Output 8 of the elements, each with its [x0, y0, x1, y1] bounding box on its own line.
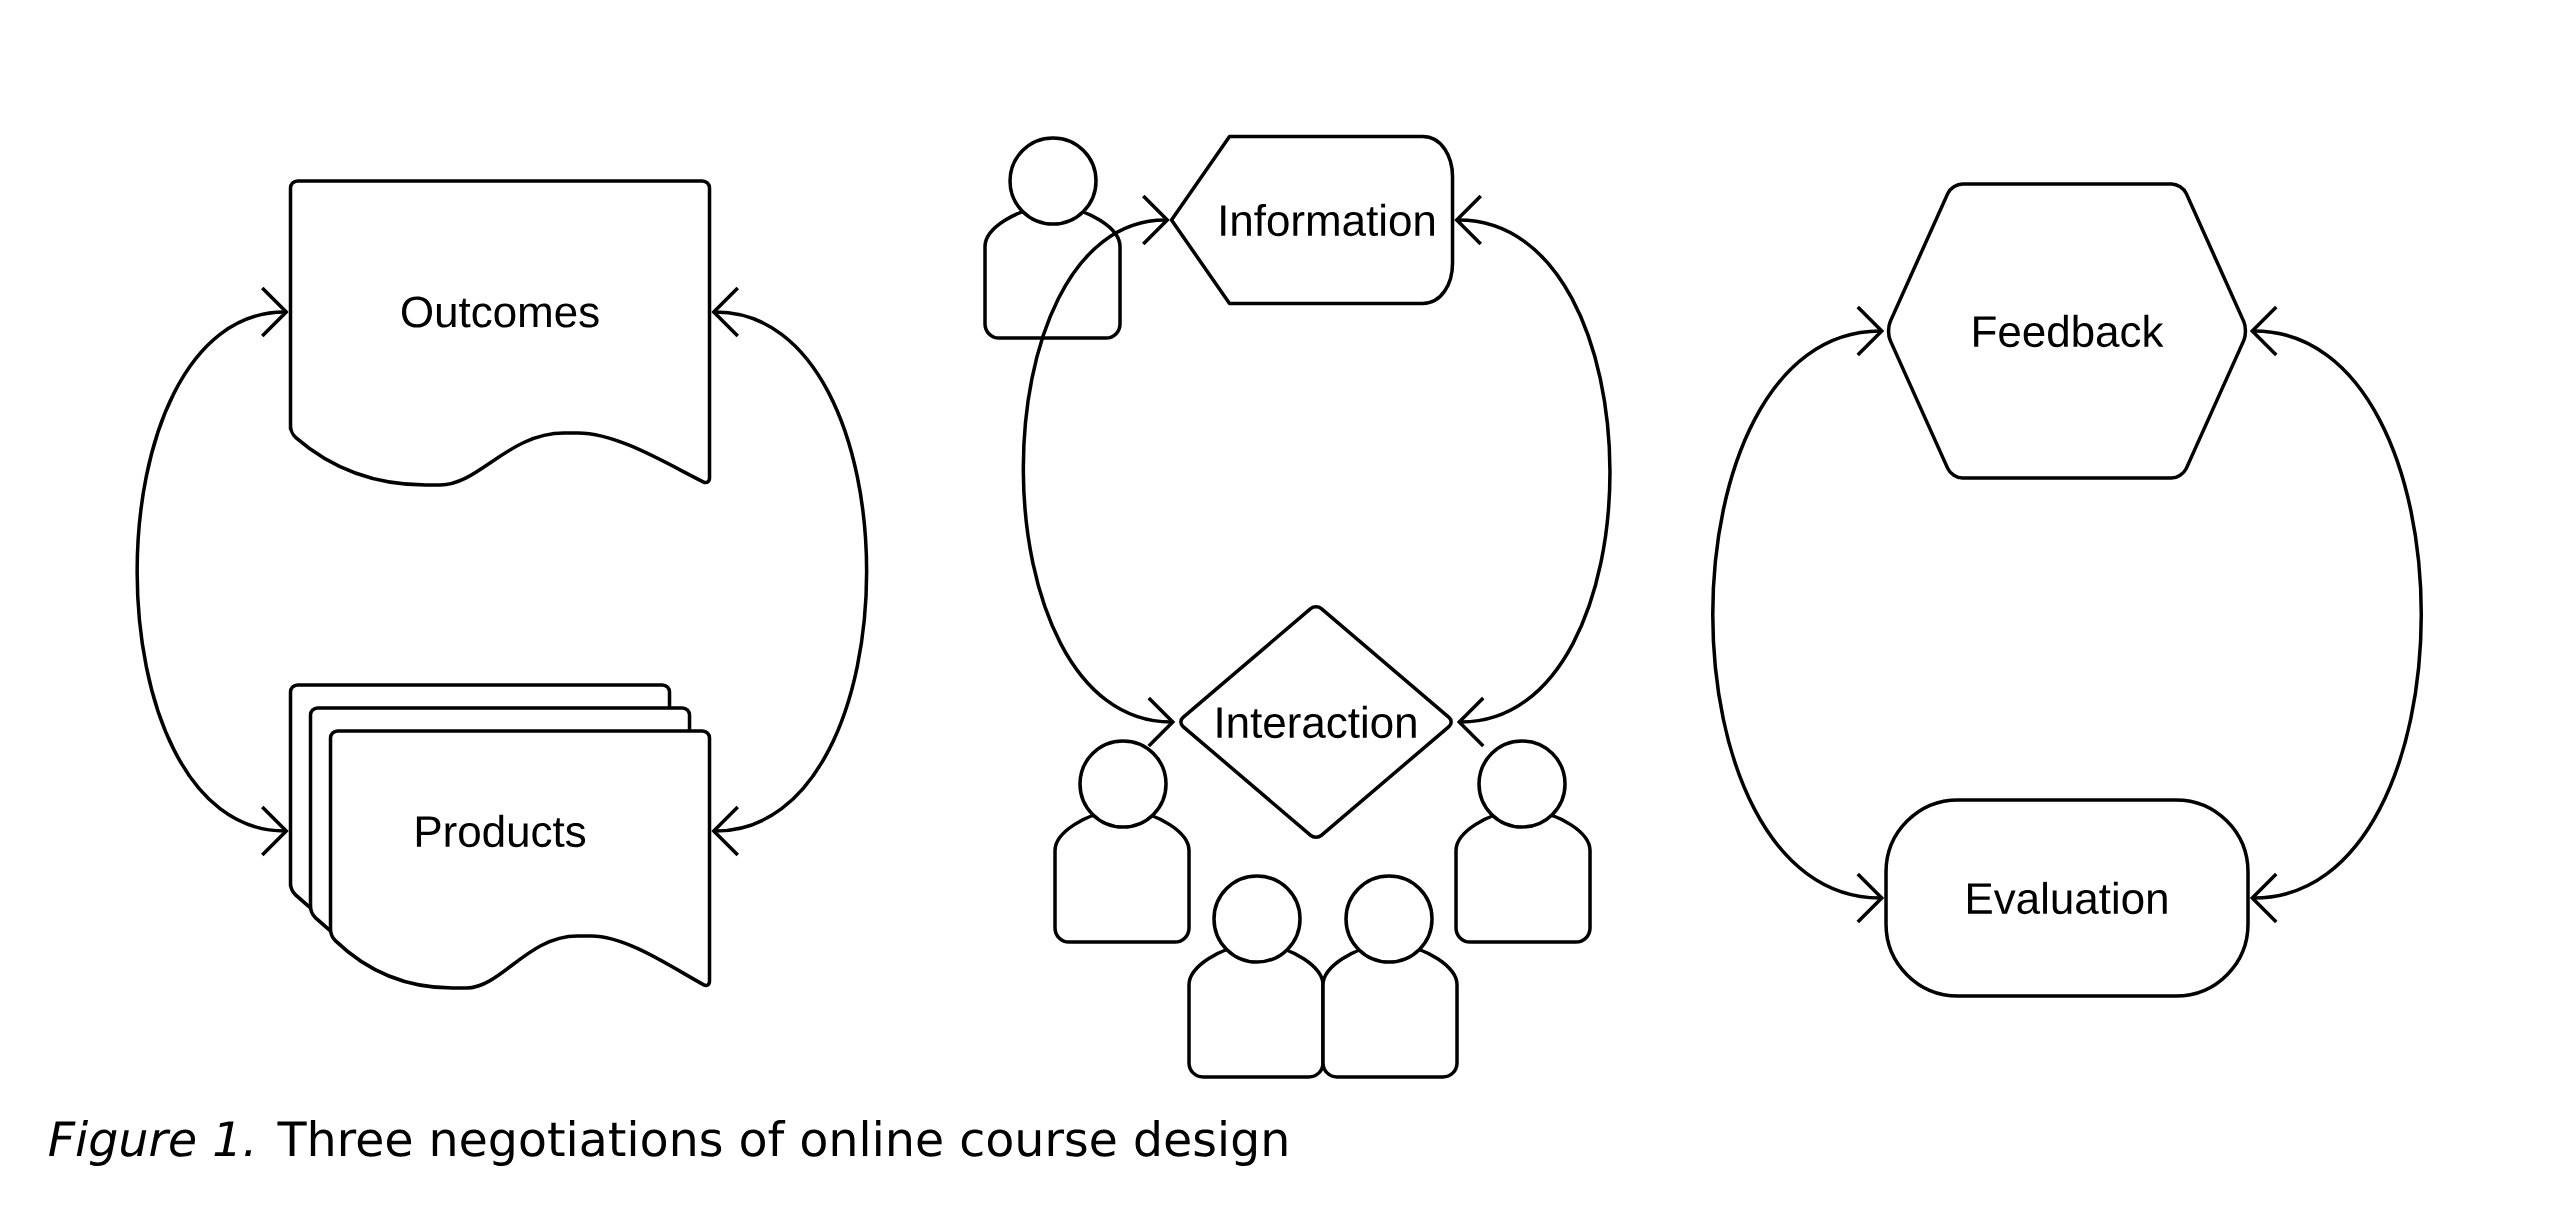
curved-arrow [135, 286, 289, 857]
curved-arrow [1711, 305, 1885, 924]
rounded-terminator: Evaluation [1884, 798, 2250, 998]
figure-caption: Figure 1. Three negotiations of online course design [49, 1120, 1287, 1166]
curved-arrow [1454, 194, 1612, 748]
curved-arrow [1021, 194, 1176, 748]
curved-arrow [711, 286, 869, 857]
curved-arrow [2249, 305, 2423, 924]
